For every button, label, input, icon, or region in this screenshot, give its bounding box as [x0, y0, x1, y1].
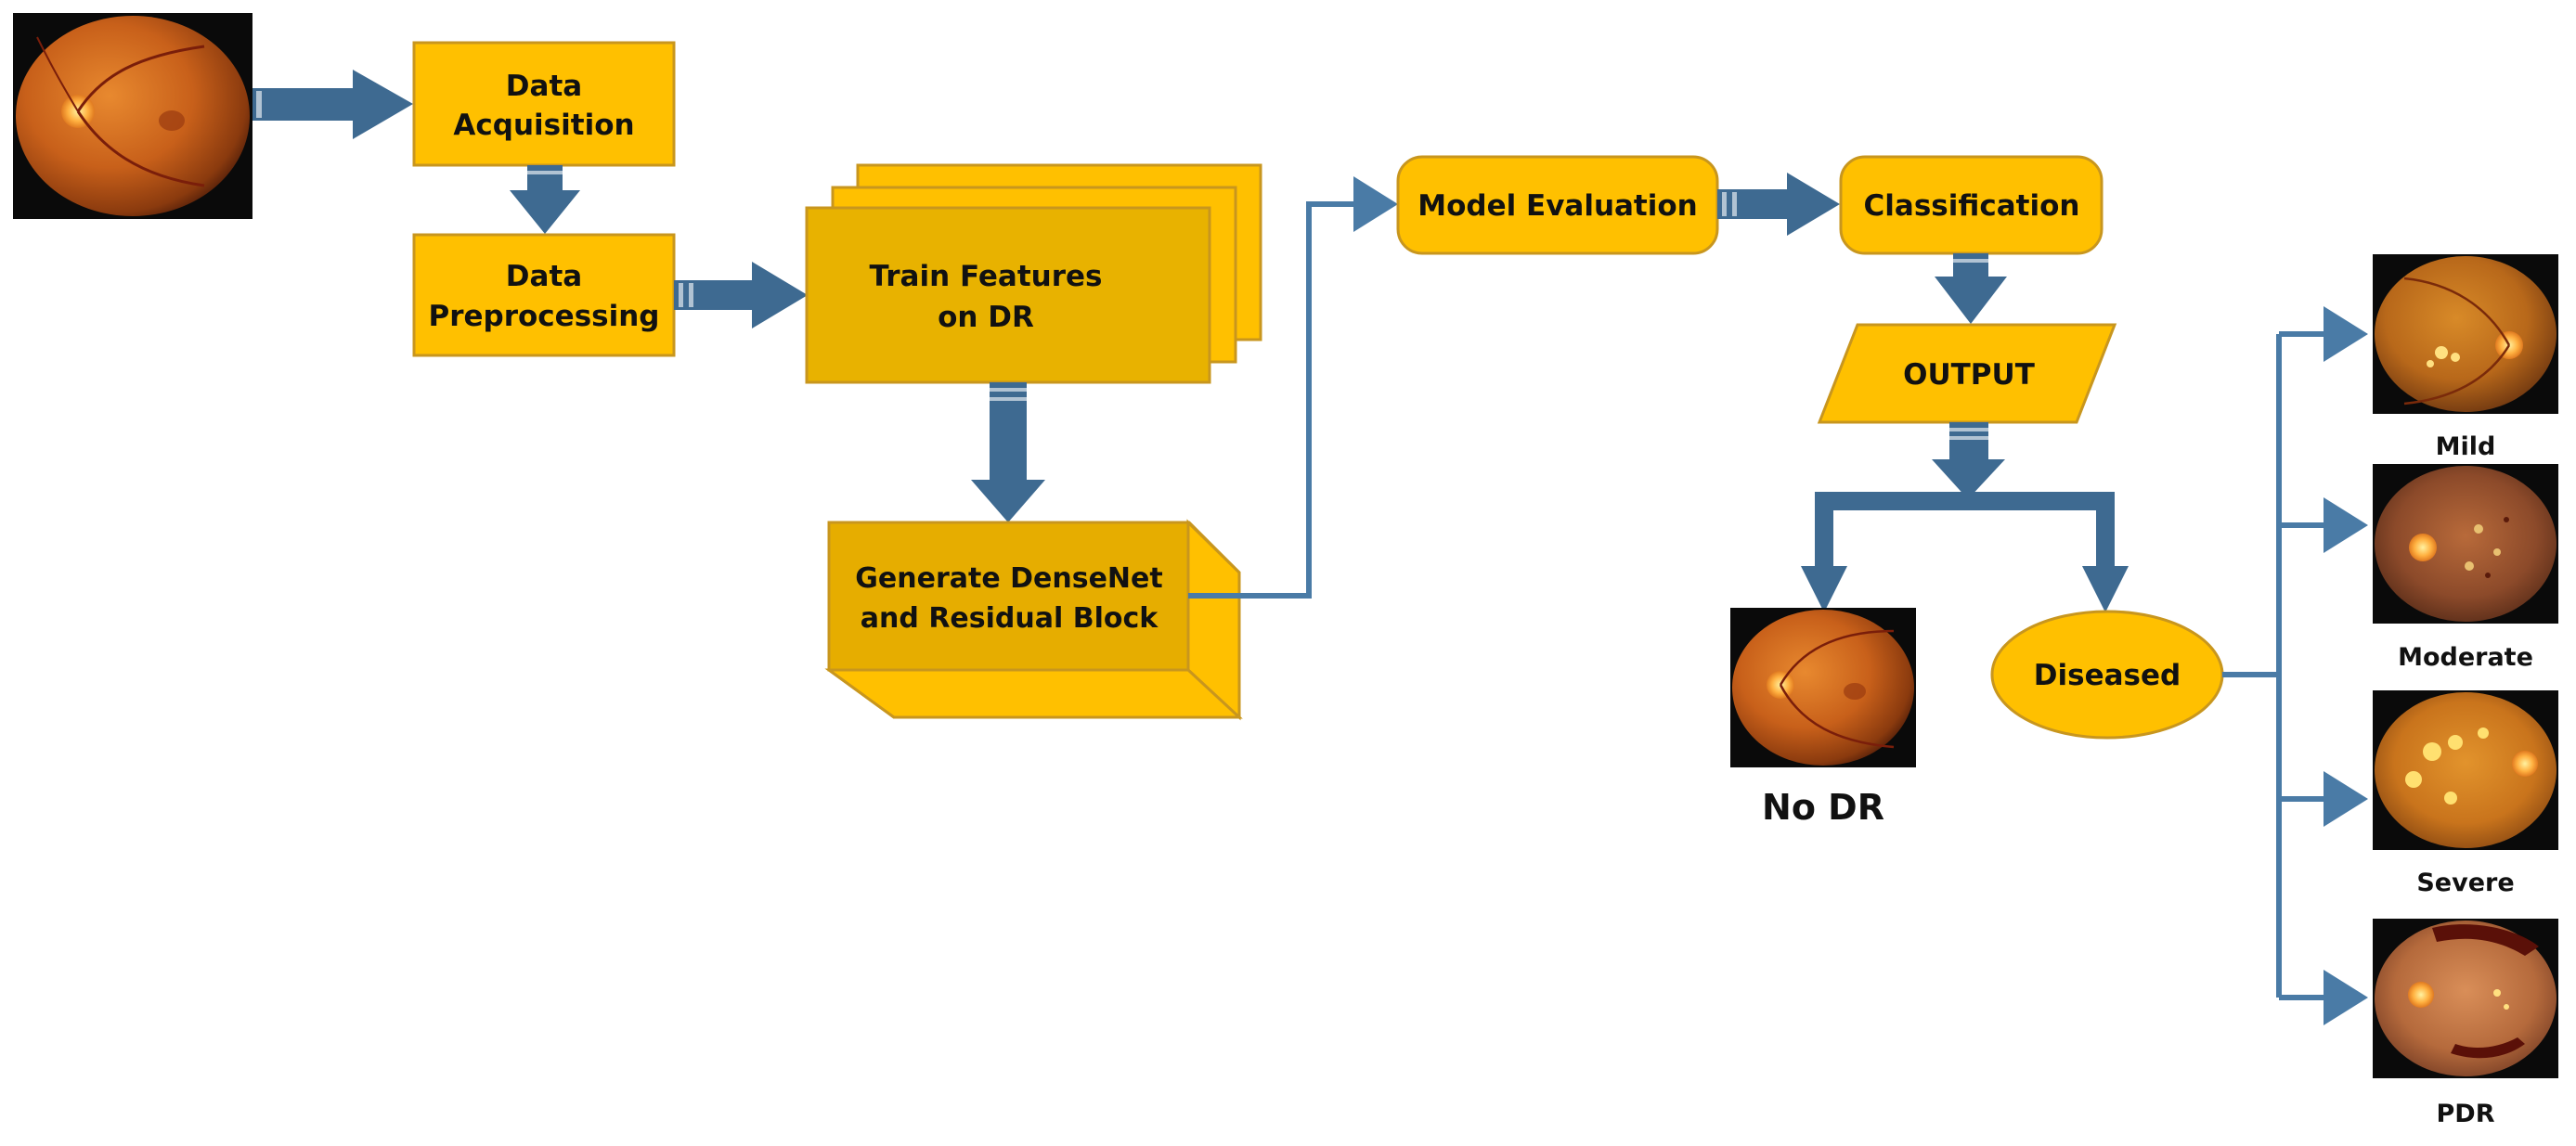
block-arrow [1717, 173, 1840, 236]
block-arrow [252, 70, 413, 139]
svg-text:Preprocessing: Preprocessing [429, 300, 660, 333]
generate-block-box: Generate DenseNet and Residual Block [824, 519, 1243, 721]
input-fundus-image [13, 13, 252, 219]
svg-text:Acquisition: Acquisition [453, 109, 634, 142]
model-evaluation-box: Model Evaluation [1396, 155, 1719, 255]
svg-text:Generate DenseNet: Generate DenseNet [855, 562, 1162, 595]
severe-label: Severe [2416, 869, 2514, 897]
data-preprocessing-label-1: Data [506, 260, 582, 293]
block-arrow [1935, 253, 2007, 324]
data-acquisition-label-2: Acquisition [453, 109, 634, 142]
generate-block-label-2: and Residual Block [861, 602, 1159, 635]
severe-fundus-image [2373, 690, 2558, 850]
model-evaluation-label: Model Evaluation [1417, 189, 1698, 223]
no-dr-label: No DR [1762, 787, 1884, 828]
block-arrow [510, 165, 580, 234]
data-preprocessing-label-2: Preprocessing [429, 300, 660, 333]
train-features-label-1: Train Features [870, 260, 1103, 293]
no-dr-fundus-image [1730, 608, 1916, 767]
connector-arrow [2222, 306, 2368, 1025]
pdr-label: PDR [2437, 1100, 2495, 1128]
block-arrow [674, 262, 808, 328]
classification-box: Classification [1839, 155, 2104, 255]
moderate-fundus-image [2373, 464, 2558, 624]
data-acquisition-box: Data Acquisition [412, 41, 676, 167]
svg-text:on DR: on DR [938, 301, 1034, 334]
mild-fundus-image [2373, 254, 2558, 414]
data-preprocessing-box: Data Preprocessing [412, 233, 676, 357]
block-arrow [971, 382, 1045, 522]
svg-text:Train Features: Train Features [870, 260, 1103, 293]
output-box: OUTPUT [1817, 323, 2117, 424]
generate-block-label-1: Generate DenseNet [855, 562, 1162, 595]
classification-label: Classification [1864, 189, 2080, 223]
diseased-label: Diseased [2034, 659, 2181, 692]
train-features-box: Train Features on DR [805, 163, 1262, 384]
connector-arrow [1188, 176, 1398, 599]
block-arrow [1801, 422, 2129, 612]
svg-text:Data: Data [506, 260, 582, 293]
svg-text:and Residual Block: and Residual Block [861, 602, 1159, 635]
moderate-label: Moderate [2398, 643, 2533, 672]
diseased-box: Diseased [1990, 610, 2224, 740]
output-label: OUTPUT [1903, 358, 2035, 392]
mild-label: Mild [2436, 432, 2496, 461]
data-acquisition-label-1: Data [506, 70, 582, 103]
train-features-label-2: on DR [938, 301, 1034, 334]
svg-text:Data: Data [506, 70, 582, 103]
pdr-fundus-image [2373, 919, 2558, 1078]
